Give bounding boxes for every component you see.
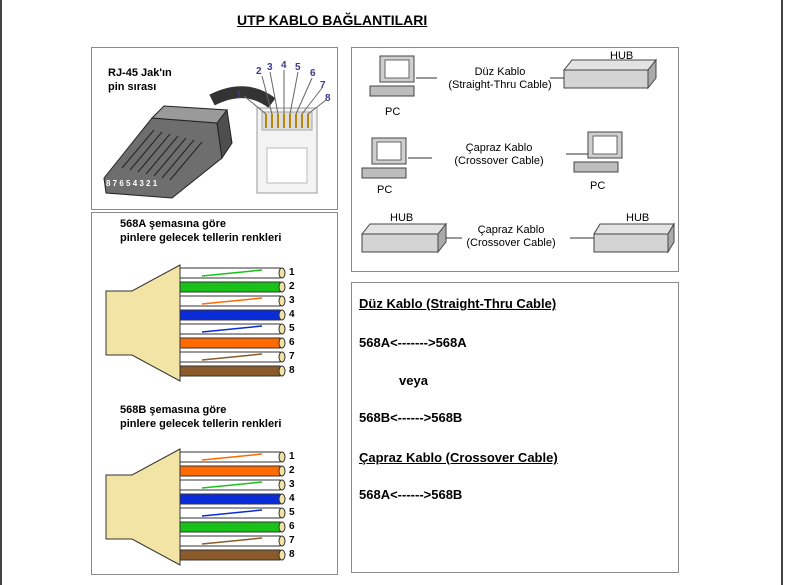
jack-pin-1: 1	[236, 90, 242, 101]
crossover-cable-label-1: Çapraz Kablo (Crossover Cable)	[434, 142, 564, 168]
straight-rule-a: 568A<------->568A	[359, 335, 467, 350]
scheme-a-wires	[179, 267, 281, 377]
scheme-b-pin-4: 4	[289, 493, 295, 504]
scheme-b-pin-3: 3	[289, 479, 295, 490]
crossover-rule: 568A<------>568B	[359, 487, 463, 502]
scheme-b-title-line2: pinlere gelecek tellerin renkleri	[120, 418, 282, 430]
straight-rule-b: 568B<------>568B	[359, 410, 463, 425]
window-left-edge	[0, 0, 2, 585]
scheme-a-title: 568A şemasına göre pinlere gelecek telle…	[120, 217, 281, 245]
crossover-cable-label-2: Çapraz Kablo (Crossover Cable)	[456, 224, 566, 250]
hub-label-3: HUB	[626, 212, 650, 224]
pc-icon-2	[361, 137, 407, 179]
scheme-b-pin-7: 7	[289, 535, 295, 546]
scheme-b-pin-2: 2	[289, 465, 295, 476]
scheme-b-title: 568B şemasına göre pinlere gelecek telle…	[120, 403, 281, 431]
pc-icon-1	[369, 55, 415, 97]
scheme-b-pin-1: 1	[289, 451, 295, 462]
straight-heading: Düz Kablo (Straight-Thru Cable)	[359, 296, 557, 311]
connections-panel: PC HUB Düz Kablo (Straight-Thru Cable) P…	[351, 47, 679, 272]
crossover-cable-tr-1: Çapraz Kablo	[465, 142, 533, 154]
pc-label-2: PC	[377, 184, 393, 196]
plug-pin-digits: 8 7 6 5 4 3 2 1	[106, 179, 158, 188]
scheme-b-pin-6: 6	[289, 521, 295, 532]
straight-cable-tr: Düz Kablo	[474, 66, 526, 78]
straight-cable-label: Düz Kablo (Straight-Thru Cable)	[438, 66, 562, 92]
page-title: UTP KABLO BAĞLANTILARI	[237, 12, 428, 28]
window-right-edge	[781, 0, 783, 585]
hub-icon-3	[593, 222, 675, 254]
scheme-a-pin-8: 8	[289, 365, 295, 376]
rj45-label: RJ-45 Jak'ın pin sırası	[108, 66, 172, 94]
jack-pin-7: 7	[320, 80, 326, 91]
rj45-illustration	[103, 70, 327, 199]
scheme-a-pin-2: 2	[289, 281, 295, 292]
jack-pin-4: 4	[281, 60, 287, 71]
scheme-b-title-line1: 568B şemasına göre	[120, 404, 227, 416]
jack-pin-3: 3	[267, 62, 273, 73]
jack-pin-8: 8	[325, 93, 331, 104]
connections-illustration	[360, 55, 675, 254]
crossover-cable-en-1: (Crossover Cable)	[454, 155, 544, 167]
pc-label-1: PC	[385, 106, 401, 118]
hub-icon-1	[562, 58, 658, 90]
scheme-a-pin-5: 5	[289, 323, 295, 334]
wiring-diagrams	[105, 264, 286, 566]
scheme-a-title-line1: 568A şemasına göre	[120, 218, 226, 230]
scheme-b-wires	[179, 451, 281, 561]
scheme-a-pin-3: 3	[289, 295, 295, 306]
scheme-a-pin-4: 4	[289, 309, 295, 320]
scheme-a-pin-6: 6	[289, 337, 295, 348]
jack-pin-2: 2	[256, 66, 262, 77]
scheme-a-pin-7: 7	[289, 351, 295, 362]
jack-pin-6: 6	[310, 68, 316, 79]
pc-icon-3	[573, 131, 623, 173]
scheme-b-pin-5: 5	[289, 507, 295, 518]
hub-icon-2	[360, 222, 448, 254]
straight-cable-en: (Straight-Thru Cable)	[448, 79, 552, 91]
rj45-label-line1: RJ-45 Jak'ın	[108, 67, 172, 79]
scheme-a-pin-1: 1	[289, 267, 295, 278]
hub-label-2: HUB	[390, 212, 414, 224]
jack-pin-5: 5	[295, 62, 301, 73]
wiring-schemes-panel: 568A şemasına göre pinlere gelecek telle…	[91, 212, 338, 575]
or-label: veya	[399, 373, 428, 388]
rj45-panel: RJ-45 Jak'ın pin sırası 8 7 6 5 4 3 2 1 …	[91, 47, 338, 210]
hub-label-1: HUB	[610, 50, 634, 62]
notes-panel: Düz Kablo (Straight-Thru Cable) 568A<---…	[351, 282, 679, 573]
crossover-heading: Çapraz Kablo (Crossover Cable)	[359, 450, 558, 465]
scheme-a-title-line2: pinlere gelecek tellerin renkleri	[120, 232, 282, 244]
rj45-label-line2: pin sırası	[108, 81, 157, 93]
crossover-cable-en-2: (Crossover Cable)	[466, 237, 556, 249]
scheme-b-pin-8: 8	[289, 549, 295, 560]
crossover-cable-tr-2: Çapraz Kablo	[477, 224, 545, 236]
pc-label-3: PC	[590, 180, 606, 192]
